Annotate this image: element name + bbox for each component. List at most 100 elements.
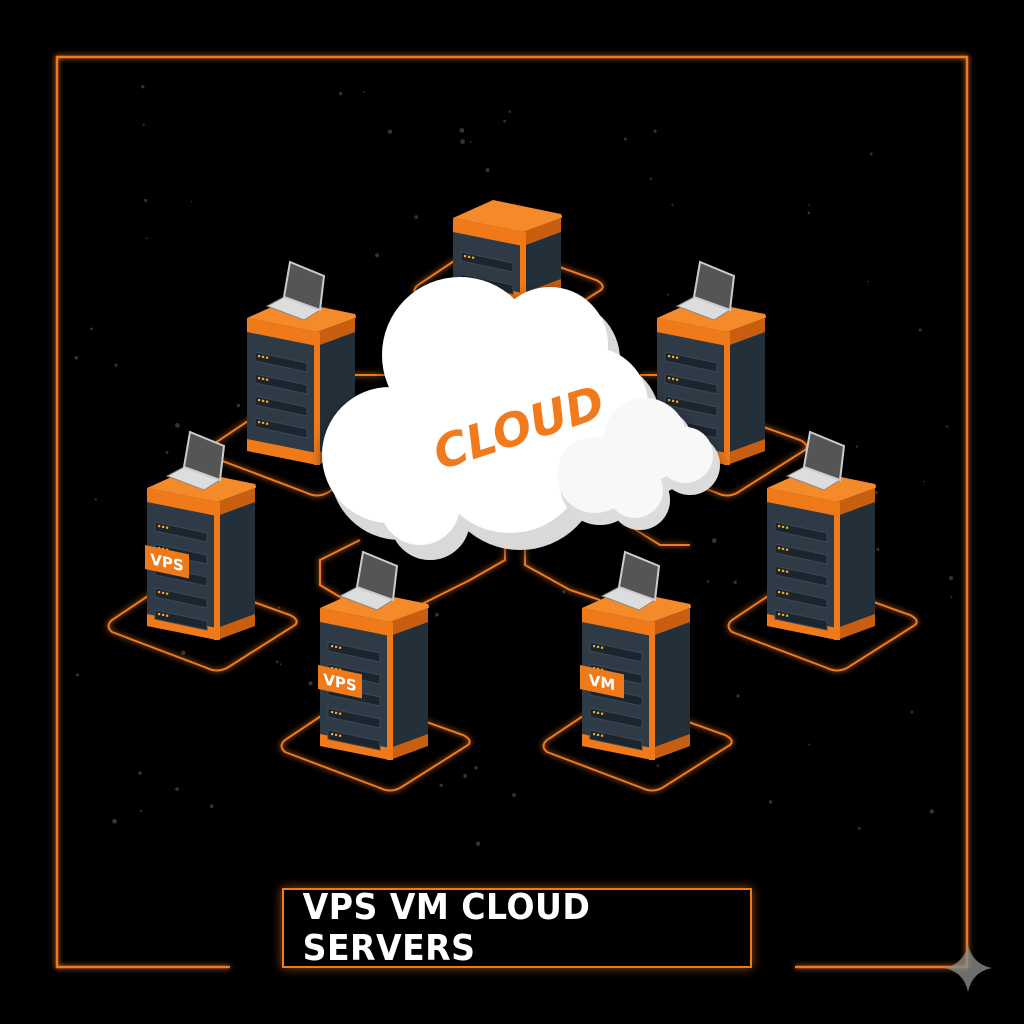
star <box>876 547 880 551</box>
star <box>808 743 811 746</box>
rack-led <box>266 422 269 425</box>
server-edge-trim <box>314 332 320 465</box>
star <box>869 152 873 156</box>
server-top-trim <box>767 488 837 516</box>
star <box>463 773 468 778</box>
star <box>866 280 869 283</box>
star <box>459 128 465 133</box>
star <box>141 85 145 89</box>
star <box>808 204 811 206</box>
server-tag: VPS <box>145 545 189 579</box>
server-tag-bg <box>580 665 624 699</box>
rack-led <box>331 733 334 736</box>
laptop-icon <box>265 260 326 321</box>
rack-led <box>593 711 596 714</box>
server-top-trim <box>247 318 317 346</box>
star <box>653 129 657 133</box>
star <box>475 841 481 846</box>
laptop-icon <box>600 550 661 611</box>
laptop-icon <box>338 550 399 611</box>
rack-led <box>778 525 781 528</box>
star <box>181 650 186 655</box>
rack-led <box>601 712 604 715</box>
laptop-icon <box>675 260 736 321</box>
rack-led <box>786 614 789 617</box>
star <box>175 423 180 428</box>
star <box>485 168 490 173</box>
star <box>144 198 148 203</box>
star <box>562 590 566 594</box>
rack-led <box>668 399 671 402</box>
cloud: CLOUD <box>322 277 720 560</box>
star <box>623 137 627 141</box>
rack-led <box>676 356 679 359</box>
star <box>439 783 443 788</box>
rack-led <box>166 592 169 595</box>
star <box>209 804 214 809</box>
star <box>363 91 366 93</box>
rack-led <box>158 525 161 528</box>
server-bottom-right: VM <box>542 550 733 792</box>
rack-led <box>266 378 269 381</box>
server-bottom-trim <box>247 439 317 465</box>
server-right-middle <box>727 430 918 672</box>
server-top-trim <box>217 488 255 516</box>
star <box>857 826 861 830</box>
star <box>950 596 953 599</box>
server-top-trim <box>657 318 727 346</box>
rack-led <box>778 569 781 572</box>
star <box>165 450 169 454</box>
rack-led <box>672 355 675 358</box>
rack-led <box>262 377 265 380</box>
server-bottom-trim <box>837 614 875 640</box>
rack-led <box>262 355 265 358</box>
laptop-screen <box>282 260 326 312</box>
rack-led <box>601 734 604 737</box>
star <box>279 663 282 666</box>
star <box>114 363 118 367</box>
server-left-middle: VPS <box>107 430 298 672</box>
server-base-outline <box>280 697 471 792</box>
star <box>706 580 710 583</box>
server-top-trim <box>652 608 690 636</box>
server-tag-bg <box>318 665 362 699</box>
rack-led <box>258 355 261 358</box>
star <box>946 425 949 428</box>
rack-led <box>162 613 165 616</box>
small-cloud <box>557 398 713 518</box>
server-bottom-left: VPS <box>280 550 471 792</box>
rack-led <box>258 421 261 424</box>
server-edge-trim <box>520 232 526 305</box>
rack-led <box>597 733 600 736</box>
connection-line <box>319 539 361 601</box>
rack-led <box>262 421 265 424</box>
rack-led <box>778 613 781 616</box>
server-tag: VPS <box>318 665 362 699</box>
rack-led <box>339 646 342 649</box>
servers: VPS VPS VM <box>107 200 918 792</box>
rack-led <box>672 399 675 402</box>
server-bottom-trim <box>652 734 690 760</box>
title-banner: VPS VM CLOUD SERVERS <box>282 887 752 969</box>
star <box>338 91 343 96</box>
star <box>90 327 93 331</box>
title-text: VPS VM CLOUD SERVERS <box>302 887 591 969</box>
star <box>807 211 811 215</box>
server-edge-trim <box>834 502 840 640</box>
rack-led <box>601 646 604 649</box>
server-top-trim <box>390 608 428 636</box>
star <box>855 445 859 448</box>
rack-led <box>339 734 342 737</box>
star <box>918 328 922 332</box>
rack-led <box>786 526 789 529</box>
server-edge-trim <box>649 622 655 760</box>
rack-led <box>158 591 161 594</box>
server-top-trim <box>727 318 765 346</box>
server-base-outline <box>107 577 298 672</box>
server-top-trim <box>837 488 875 516</box>
star <box>649 177 653 180</box>
rack-led <box>668 355 671 358</box>
star <box>435 612 439 617</box>
star <box>94 498 98 501</box>
